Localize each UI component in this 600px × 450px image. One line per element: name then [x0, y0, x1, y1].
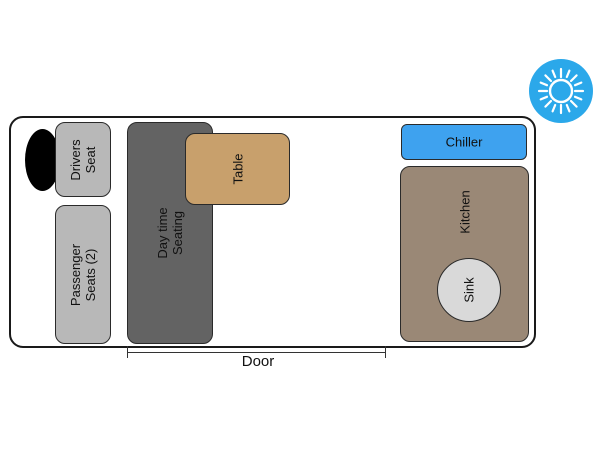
- daytime-seating-label-line2: Seating: [170, 210, 185, 256]
- passenger-seats-label-line1: Passenger: [68, 243, 83, 306]
- door-left-marker: [127, 346, 128, 358]
- chiller: Chiller: [401, 124, 527, 160]
- kitchen-label: Kitchen: [457, 190, 472, 234]
- chiller-label: Chiller: [445, 134, 483, 150]
- van-outline: [9, 116, 536, 348]
- door-line: [127, 352, 386, 353]
- sink-label: Sink: [461, 277, 477, 303]
- passenger-seats: Passenger Seats (2): [55, 205, 111, 344]
- sun-icon: [529, 59, 593, 123]
- steering-wheel-icon: [25, 129, 60, 191]
- passenger-seats-label-line2: Seats (2): [83, 248, 98, 301]
- table-label: Table: [230, 153, 245, 185]
- drivers-seat-label-line1: Drivers: [68, 138, 83, 181]
- door-label: Door: [241, 353, 275, 370]
- daytime-seating: Day time Seating: [127, 122, 213, 344]
- drivers-seat-label-line2: Seat: [83, 146, 98, 173]
- sink: Sink: [437, 258, 501, 322]
- door-right-marker: [385, 346, 386, 358]
- drivers-seat: Drivers Seat: [55, 122, 111, 197]
- daytime-seating-label-line1: Day time: [155, 207, 170, 259]
- table: Table: [185, 133, 290, 205]
